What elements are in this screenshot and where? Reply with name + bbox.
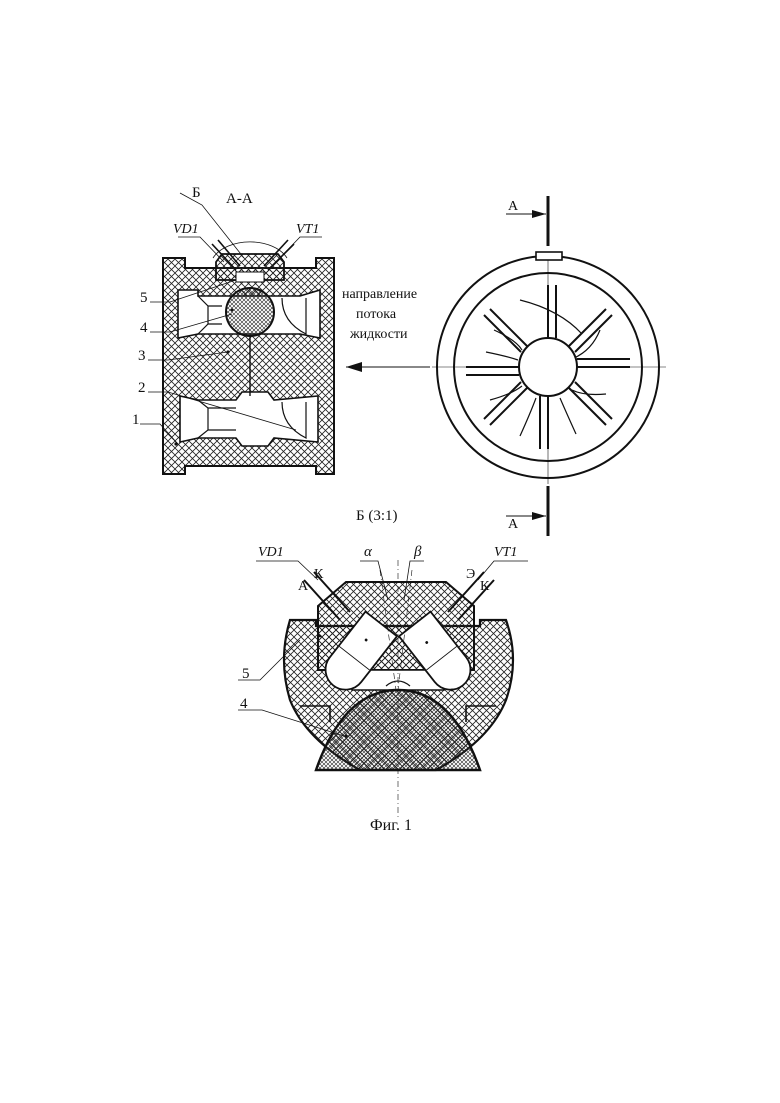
alpha-label: α xyxy=(364,544,373,560)
detail-b-view: Б (3:1) xyxy=(238,508,528,820)
flow-label-line-1: направление xyxy=(342,287,417,302)
flow-label-line-2: потока xyxy=(356,307,397,322)
sensor-window xyxy=(236,272,264,282)
hub xyxy=(519,338,577,396)
pin-k-right-label: К xyxy=(480,579,490,594)
detail-part-4-label: 4 xyxy=(240,696,248,712)
figure-caption: Фиг. 1 xyxy=(370,817,412,834)
section-a-a-view: А-А Б VD1 VT1 5 4 3 2 1 направление пото… xyxy=(132,185,430,474)
section-arrowhead-bottom xyxy=(532,512,546,520)
section-arrowhead-top xyxy=(532,210,546,218)
centre-dot xyxy=(319,635,322,638)
detail-vt1-label: VT1 xyxy=(494,545,517,560)
pin-e-label: Э xyxy=(466,567,475,582)
centre-dot xyxy=(344,734,347,737)
part-number-4: 4 xyxy=(140,320,148,336)
centre-dot xyxy=(231,309,234,312)
front-view: А А xyxy=(432,196,666,536)
detail-title: Б (3:1) xyxy=(356,508,398,524)
callout-b-label: Б xyxy=(192,185,201,201)
ball-part-4 xyxy=(226,288,274,336)
centre-dot xyxy=(451,689,454,692)
section-title: А-А xyxy=(226,191,253,207)
part-number-1: 1 xyxy=(132,412,140,428)
detail-part-5-label: 5 xyxy=(242,666,250,682)
sensor-boss xyxy=(536,252,562,260)
flow-arrow-head xyxy=(346,362,362,372)
flow-label-line-3: жидкости xyxy=(349,327,408,342)
section-mark-top: А xyxy=(508,199,519,214)
part-number-3: 3 xyxy=(138,348,146,364)
pin-a-label: А xyxy=(298,579,309,594)
part-number-5: 5 xyxy=(140,290,148,306)
beta-label: β xyxy=(413,544,422,560)
vd1-label: VD1 xyxy=(173,222,199,237)
vt1-label: VT1 xyxy=(296,222,319,237)
section-mark-bottom: А xyxy=(508,517,519,532)
part-number-2: 2 xyxy=(138,380,146,396)
pin-k-left-label: К xyxy=(314,567,324,582)
lower-channel xyxy=(180,392,318,446)
detail-vd1-label: VD1 xyxy=(258,545,284,560)
